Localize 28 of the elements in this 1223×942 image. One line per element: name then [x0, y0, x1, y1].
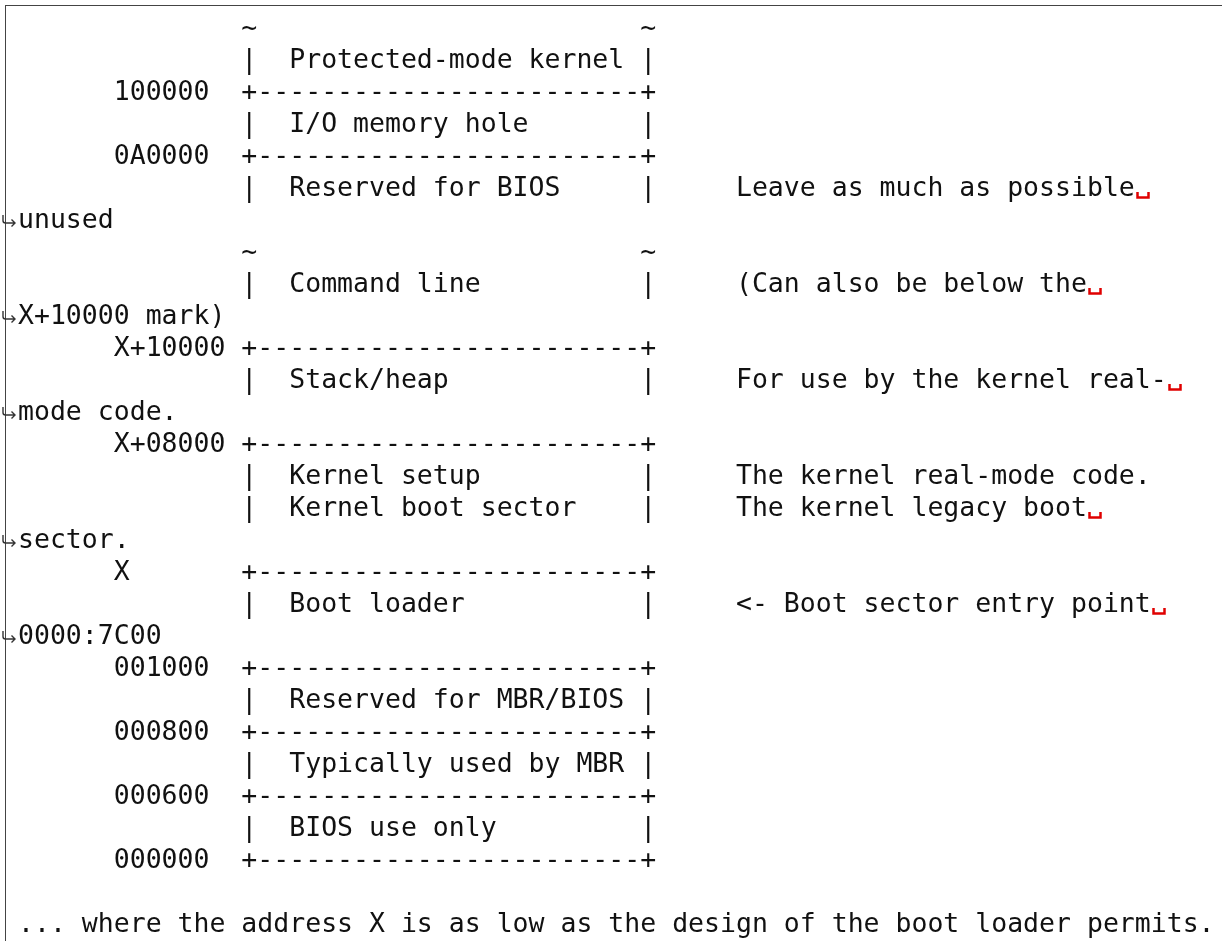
code-line: | Boot loader | <- Boot sector entry point: [240, 587, 1151, 619]
code-line: | Command line | (Can also be below the: [240, 267, 1087, 299]
code-line: | I/O memory hole |: [240, 107, 657, 139]
code-line: sector.: [18, 523, 130, 555]
code-line: | Reserved for BIOS | Leave as much as possible: [240, 171, 1135, 203]
code-line: ~ ~: [240, 11, 657, 43]
code-line: | Stack/heap | For use by the kernel real-: [240, 363, 1167, 395]
code-line: 000000 +------------------------+: [112, 843, 657, 875]
code-line: 0A0000 +------------------------+: [112, 139, 657, 171]
code-line: X+10000 mark): [18, 299, 226, 331]
code-line: X+10000 +------------------------+: [112, 331, 657, 363]
code-line: | Kernel setup | The kernel real-mode code.: [240, 459, 1151, 491]
code-line: | Kernel boot sector | The kernel legacy boot: [240, 491, 1087, 523]
code-line: | Protected-mode kernel |: [240, 43, 657, 75]
code-line: ... where the address X is as low as the design of the boot loader permits.: [18, 907, 1215, 939]
code-line: | BIOS use only |: [240, 811, 657, 843]
code-line: | Reserved for MBR/BIOS |: [240, 683, 657, 715]
code-line: 100000 +------------------------+: [112, 75, 657, 107]
code-line: ~ ~: [240, 235, 657, 267]
code-line: 000800 +------------------------+: [112, 715, 657, 747]
code-line: X+08000 +------------------------+: [112, 427, 657, 459]
code-line: unused: [18, 203, 114, 235]
code-line: 0000:7C00: [18, 619, 162, 651]
code-line: 000600 +------------------------+: [112, 779, 657, 811]
code-line: 001000 +------------------------+: [112, 651, 657, 683]
code-line: mode code.: [18, 395, 178, 427]
code-line: X +------------------------+: [112, 555, 657, 587]
code-line: | Typically used by MBR |: [240, 747, 657, 779]
